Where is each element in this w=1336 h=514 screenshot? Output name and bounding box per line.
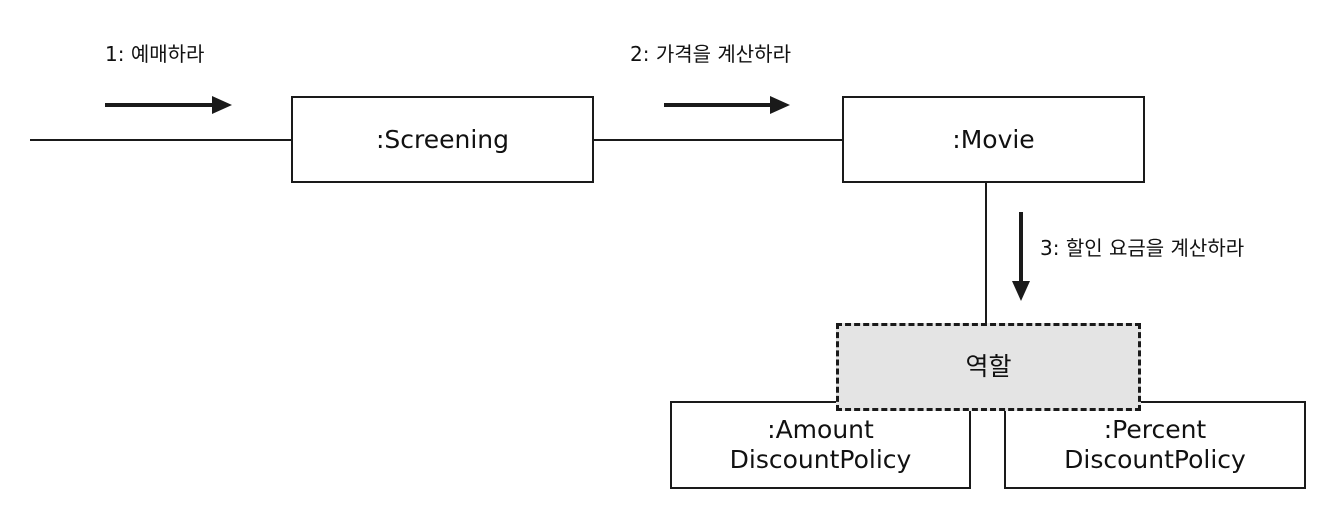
percent-discount-policy-label-line1: :Percent <box>1103 415 1207 444</box>
amount-discount-policy-label-line1: :Amount <box>767 415 874 444</box>
amount-discount-policy-label-line2: DiscountPolicy <box>729 445 912 474</box>
message-2-label: 2: 가격을 계산하라 <box>630 42 791 66</box>
movie-object-label: :Movie <box>952 124 1035 154</box>
message-1-arrow <box>105 96 232 114</box>
role-label: 역할 <box>965 352 1012 381</box>
screening-object-box: :Screening <box>291 96 594 183</box>
screening-object-label: :Screening <box>375 124 510 154</box>
message-2-arrow <box>664 96 790 114</box>
message-3-label: 3: 할인 요금을 계산하라 <box>1040 236 1245 260</box>
percent-discount-policy-label-line2: DiscountPolicy <box>1064 445 1246 474</box>
message-1-label: 1: 예매하라 <box>105 42 205 66</box>
movie-object-box: :Movie <box>842 96 1145 183</box>
percent-discount-policy-box: :Percent DiscountPolicy <box>1004 401 1306 489</box>
message-3-arrow <box>1012 212 1030 301</box>
role-box: 역할 <box>836 323 1141 411</box>
amount-discount-policy-box: :Amount DiscountPolicy <box>670 401 971 489</box>
